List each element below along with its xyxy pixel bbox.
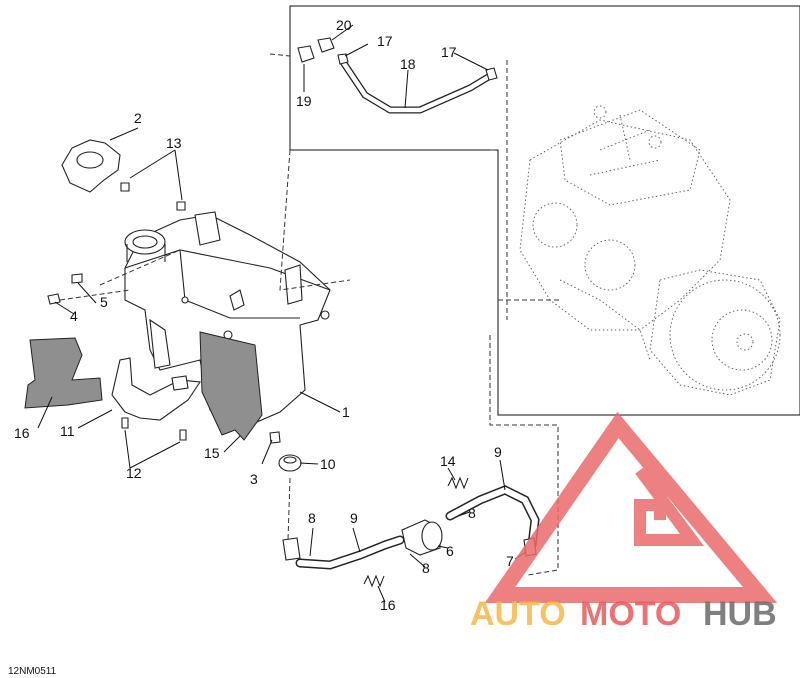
watermark-moto: MOTO bbox=[580, 595, 681, 633]
watermark-text: AUTO MOTO HUB bbox=[470, 595, 777, 633]
fasteners bbox=[47, 182, 281, 444]
callout-5: 5 bbox=[100, 294, 108, 310]
callout-17-left: 17 bbox=[377, 33, 393, 49]
clamp-springs bbox=[363, 476, 469, 588]
callout-13: 13 bbox=[166, 135, 182, 151]
callout-17-right: 17 bbox=[441, 44, 457, 60]
heat-shield bbox=[199, 331, 263, 441]
tank-cap bbox=[61, 139, 121, 193]
watermark-auto: AUTO bbox=[470, 595, 566, 633]
callout-6: 6 bbox=[446, 543, 454, 559]
callout-10: 10 bbox=[320, 456, 336, 472]
watermark-logo bbox=[484, 411, 778, 603]
callout-16-lower: 16 bbox=[380, 597, 396, 613]
engine-inset-frame bbox=[289, 5, 800, 416]
callout-8-mid: 8 bbox=[422, 560, 430, 576]
callouts: 2 13 1 3 4 5 10 11 12 15 16 20 17 17 18 … bbox=[14, 17, 514, 613]
drawing-code: 12NM0511 bbox=[8, 666, 57, 677]
callout-3: 3 bbox=[250, 471, 258, 487]
callout-7: 7 bbox=[506, 553, 514, 569]
callout-8-right: 8 bbox=[468, 505, 476, 521]
leader-lines bbox=[37, 24, 527, 603]
oil-tank bbox=[124, 211, 331, 426]
watermark-hub: HUB bbox=[703, 595, 777, 633]
callout-20: 20 bbox=[336, 17, 352, 33]
callout-14: 14 bbox=[440, 453, 456, 469]
callout-9-right: 9 bbox=[494, 444, 502, 460]
callout-15: 15 bbox=[204, 445, 220, 461]
callout-4: 4 bbox=[70, 308, 78, 324]
grommet bbox=[278, 454, 302, 472]
mounting-bracket bbox=[111, 357, 201, 421]
vent-hose bbox=[297, 37, 498, 114]
callout-19: 19 bbox=[296, 93, 312, 109]
engine-illustration bbox=[519, 105, 781, 396]
callout-1: 1 bbox=[342, 404, 350, 420]
callout-2: 2 bbox=[134, 110, 142, 126]
assembly-lines bbox=[59, 53, 560, 576]
callout-18: 18 bbox=[400, 56, 416, 72]
callout-11: 11 bbox=[60, 423, 75, 439]
callout-16-left: 16 bbox=[14, 425, 30, 441]
callout-8-left: 8 bbox=[308, 510, 316, 526]
callout-12: 12 bbox=[126, 465, 142, 481]
oil-hose-lower bbox=[282, 485, 540, 570]
foam-pad bbox=[24, 337, 103, 409]
callout-9-lower: 9 bbox=[350, 510, 358, 526]
